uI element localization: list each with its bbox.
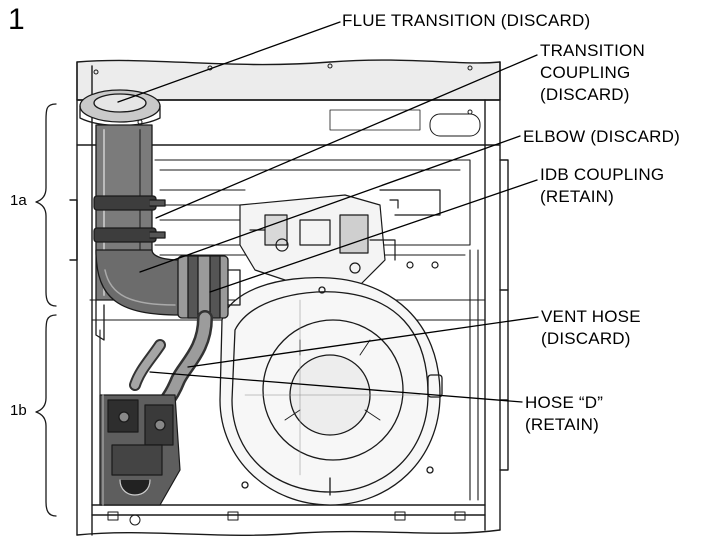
- label-hose-d: HOSE “D” (RETAIN): [525, 392, 603, 436]
- section-label-1a: 1a: [10, 192, 27, 209]
- label-line: HOSE “D”: [525, 393, 604, 412]
- leader-flue-transition: [117, 21, 341, 103]
- label-line: (RETAIN): [525, 415, 599, 434]
- trap-assembly: [99, 394, 181, 506]
- label-line: IDB COUPLING: [540, 165, 665, 184]
- section-label-1b: 1b: [10, 402, 27, 419]
- label-line: TRANSITION: [540, 41, 645, 60]
- label-vent-hose: VENT HOSE (DISCARD): [541, 306, 641, 350]
- label-line: (RETAIN): [540, 187, 614, 206]
- figure-number: 1: [8, 3, 25, 36]
- bottom-fasteners: [107, 511, 466, 526]
- top-panel: [93, 63, 481, 137]
- flue-assembly: [79, 89, 241, 341]
- label-transition-coupling: TRANSITION COUPLING (DISCARD): [540, 40, 645, 106]
- leader-transition-coupling: [155, 54, 538, 219]
- leader-lines: [117, 21, 539, 403]
- label-line: COUPLING: [540, 63, 631, 82]
- label-flue-transition: FLUE TRANSITION (DISCARD): [342, 11, 591, 30]
- label-elbow: ELBOW (DISCARD): [523, 127, 680, 146]
- label-line: VENT HOSE: [541, 307, 641, 326]
- label-line: (DISCARD): [541, 329, 631, 348]
- leader-hose-d: [149, 371, 523, 403]
- brace-1a: [35, 103, 57, 307]
- leader-vent-hose: [187, 316, 539, 368]
- label-idb-coupling: IDB COUPLING (RETAIN): [540, 164, 664, 208]
- leader-idb-coupling: [209, 179, 538, 293]
- leader-elbow: [139, 135, 521, 273]
- blower-housing: [219, 276, 443, 506]
- gas-valve-assembly: [239, 189, 441, 286]
- label-line: (DISCARD): [540, 85, 630, 104]
- brace-1b: [35, 314, 57, 517]
